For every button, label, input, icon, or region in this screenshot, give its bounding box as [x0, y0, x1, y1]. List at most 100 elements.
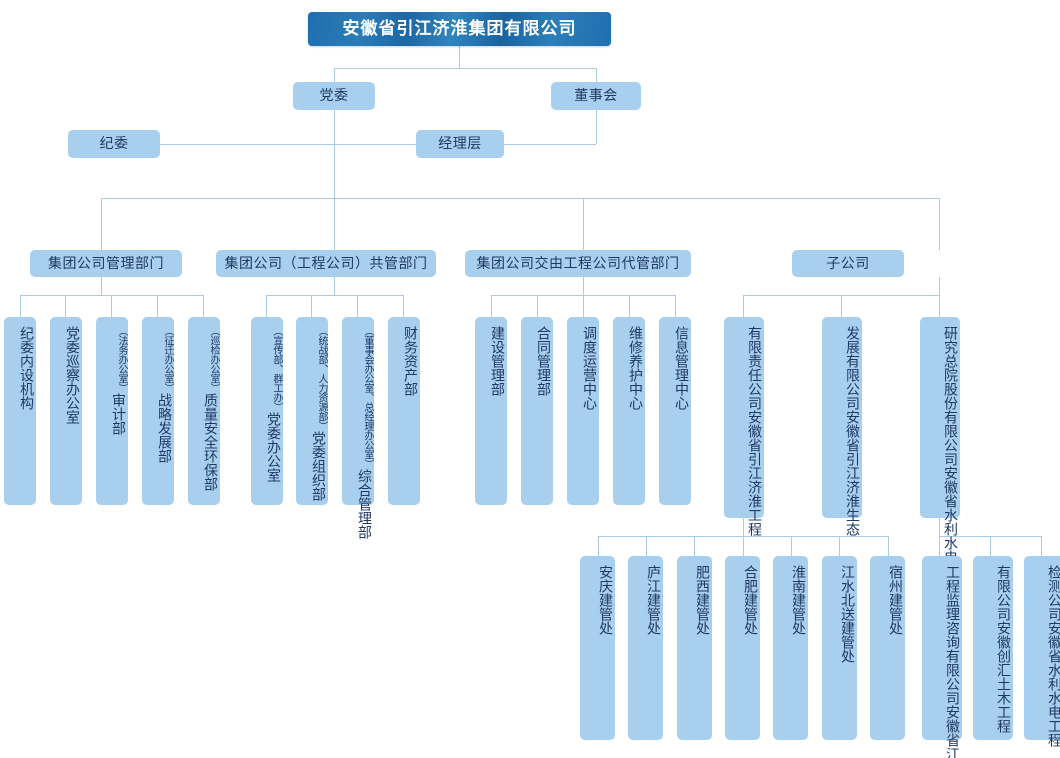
office-label: 合肥建管处: [743, 565, 759, 635]
node-dept-construction-management[interactable]: 建设管理部: [475, 317, 507, 505]
connector-main-bus: [101, 198, 939, 199]
connector-s3-i1: [939, 536, 940, 556]
node-category-group-eng-joint-depts[interactable]: 集团公司（工程公司）共管部门: [216, 250, 436, 277]
institute-label-col-b: 工程监理咨询有限公司: [945, 565, 961, 705]
dept-label-main: 质量安全环保部: [203, 392, 219, 491]
connector-bus-to-cat4: [939, 198, 940, 250]
node-office-suzhou[interactable]: 宿州建管处: [870, 556, 905, 740]
node-office-hefei[interactable]: 合肥建管处: [725, 556, 760, 740]
connector-s1-c2: [646, 536, 647, 556]
node-category-subsidiaries[interactable]: 子公司: [792, 250, 904, 277]
connector-bus-to-cat2: [334, 198, 335, 250]
institute-label-col-a: 安徽省江河水利水电: [945, 705, 961, 758]
connector-cat2-c3: [357, 295, 358, 317]
connector-party-down: [334, 110, 335, 198]
office-label: 宿州建管处: [888, 565, 904, 635]
node-dept-audit[interactable]: （法务办公室） 审计部: [96, 317, 128, 505]
dept-label-sub: （统战部、人力资源部）: [316, 326, 327, 431]
connector-cat3-stem: [583, 277, 584, 295]
dept-label-main: 调度运营中心: [582, 326, 598, 410]
node-dept-contract-management[interactable]: 合同管理部: [521, 317, 553, 505]
node-dept-general-management[interactable]: （董事会办公室、总经理办公室） 综合管理部: [342, 317, 374, 539]
subsidiary-label-col-b: 发展有限公司: [845, 326, 861, 410]
subsidiary-label-col-b: 有限责任公司: [747, 326, 763, 410]
connector-s1-c6: [839, 536, 840, 556]
node-dept-quality-safety-environment[interactable]: （巡检办公室） 质量安全环保部: [188, 317, 220, 505]
node-dept-information-center[interactable]: 信息管理中心: [659, 317, 691, 505]
connector-s3-i3: [1041, 536, 1042, 556]
node-institute-testing-company[interactable]: 检测公司 安徽省水利水电工程: [1024, 556, 1060, 747]
institute-label-col-a: 安徽省水利水电工程: [1047, 621, 1060, 747]
connector-bus-to-cat1: [101, 198, 102, 250]
node-dept-dispatch-operation-center[interactable]: 调度运营中心: [567, 317, 599, 505]
dept-label-main: 建设管理部: [490, 326, 506, 396]
node-dept-strategy-development[interactable]: （征迁办公室） 战略发展部: [142, 317, 174, 505]
connector-cat3-c4: [629, 295, 630, 317]
dept-label-main: 党委组织部: [311, 430, 327, 501]
node-dept-party-office[interactable]: （宣传部、群工办） 党委办公室: [251, 317, 283, 505]
node-management-layer[interactable]: 经理层: [416, 130, 504, 158]
connector-cat1-c5: [203, 295, 204, 317]
node-institute-chuanghui-civil[interactable]: 有限公司 安徽创汇土木工程: [973, 556, 1013, 740]
connector-cat2-stem: [334, 277, 335, 295]
subsidiary-label-col-a: 安徽省引江济淮生态: [845, 410, 861, 536]
office-label: 庐江建管处: [646, 565, 662, 635]
node-office-lujiang[interactable]: 庐江建管处: [628, 556, 663, 740]
connector-cat4-s3: [939, 295, 940, 317]
institute-label-col-b: 有限公司: [996, 565, 1012, 621]
dept-label-sub: （巡检办公室）: [208, 326, 219, 393]
connector-cat3-c1: [491, 295, 492, 317]
node-subsidiary-design-institute[interactable]: 研究总院股份有限公司 安徽省水利水电勘测设计: [920, 317, 960, 620]
dept-label-sub: （法务办公室）: [116, 326, 127, 393]
office-label: 安庆建管处: [598, 565, 614, 635]
node-office-jiangshuibeisong[interactable]: 江水北送建管处: [822, 556, 857, 740]
dept-label-main: 审计部: [111, 392, 127, 435]
dept-label-main: 综合管理部: [357, 468, 373, 539]
node-category-group-delegated-depts[interactable]: 集团公司交由工程公司代管部门: [465, 250, 691, 277]
node-discipline-committee[interactable]: 纪委: [68, 130, 160, 158]
dept-label-main: 党委办公室: [266, 411, 282, 482]
node-office-huainan[interactable]: 淮南建管处: [773, 556, 808, 740]
node-office-feixi[interactable]: 肥西建管处: [677, 556, 712, 740]
subsidiary-label-col-b: 研究总院股份有限公司: [943, 326, 959, 466]
node-party-committee[interactable]: 党委: [293, 82, 375, 110]
connector-s3-i2: [990, 536, 991, 556]
connector-s1-c1: [598, 536, 599, 556]
node-office-anqing[interactable]: 安庆建管处: [580, 556, 615, 740]
dept-label-main: 战略发展部: [157, 392, 173, 463]
connector-s1-c3: [694, 536, 695, 556]
node-dept-discipline-internal[interactable]: 纪委内设机构: [4, 317, 36, 505]
node-dept-maintenance-center[interactable]: 维修养护中心: [613, 317, 645, 505]
connector-cat4-s1: [743, 295, 744, 317]
connector-cat4-stem: [939, 277, 940, 295]
node-dept-finance-assets[interactable]: 财务资产部: [388, 317, 420, 505]
node-category-group-mgmt-depts[interactable]: 集团公司管理部门: [30, 250, 182, 277]
connector-cat2-c2: [311, 295, 312, 317]
office-label: 江水北送建管处: [840, 565, 856, 663]
institute-label-col-b: 检测公司: [1047, 565, 1060, 621]
node-subsidiary-jijiang-ecology[interactable]: 发展有限公司 安徽省引江济淮生态: [822, 317, 862, 536]
node-subsidiary-jijiang-engineering[interactable]: 有限责任公司 安徽省引江济淮工程: [724, 317, 764, 536]
connector-cat1-c1: [20, 295, 21, 317]
institute-label-col-a: 安徽创汇土木工程: [996, 621, 1012, 733]
node-institute-jianghe-supervision[interactable]: 工程监理咨询有限公司 安徽省江河水利水电: [922, 556, 962, 758]
connector-cat1-c3: [111, 295, 112, 317]
node-dept-party-inspection-office[interactable]: 党委巡察办公室: [50, 317, 82, 505]
connector-root-stem: [459, 46, 460, 68]
connector-cat3-c5: [675, 295, 676, 317]
connector-cat2-c1: [266, 295, 267, 317]
dept-label-sub: （征迁办公室）: [162, 326, 173, 393]
node-board-of-directors[interactable]: 董事会: [551, 82, 641, 110]
node-root[interactable]: 安徽省引江济淮集团有限公司: [308, 12, 611, 46]
node-dept-party-organization[interactable]: （统战部、人力资源部） 党委组织部: [296, 317, 328, 505]
connector-root-bus: [334, 68, 596, 69]
connector-s1-c4: [743, 536, 744, 556]
dept-label-main: 合同管理部: [536, 326, 552, 396]
connector-cat3-c3: [583, 295, 584, 317]
connector-cat3-c2: [537, 295, 538, 317]
connector-cat2-bus: [266, 295, 403, 296]
dept-label-sub: （宣传部、群工办）: [271, 326, 282, 412]
connector-s1-c7: [888, 536, 889, 556]
office-label: 肥西建管处: [695, 565, 711, 635]
